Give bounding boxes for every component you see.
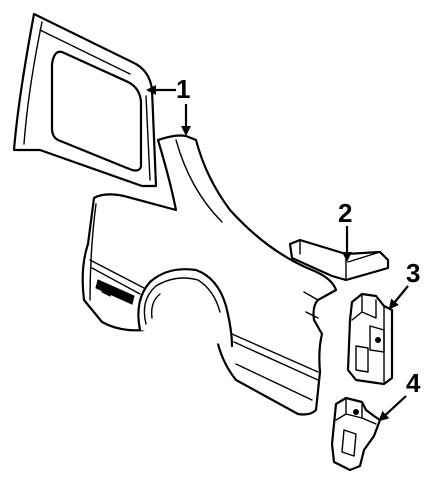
lower-extension-panel bbox=[330, 396, 382, 472]
rear-window-frame bbox=[12, 12, 158, 188]
callout-4-leader bbox=[378, 395, 407, 422]
quarter-panel bbox=[81, 134, 338, 416]
callout-2-number: 2 bbox=[338, 198, 352, 228]
callout-4: 4 bbox=[378, 368, 421, 422]
callout-3-number: 3 bbox=[406, 258, 420, 288]
callout-1: 1 bbox=[146, 74, 191, 136]
callout-3-leader bbox=[388, 285, 409, 310]
callout-2: 2 bbox=[338, 198, 352, 262]
callout-1-number: 1 bbox=[176, 74, 190, 104]
upper-extension-panel bbox=[346, 292, 394, 386]
callout-4-number: 4 bbox=[406, 368, 421, 398]
callout-3: 3 bbox=[388, 258, 420, 310]
tail-lamp-filler bbox=[288, 238, 390, 282]
